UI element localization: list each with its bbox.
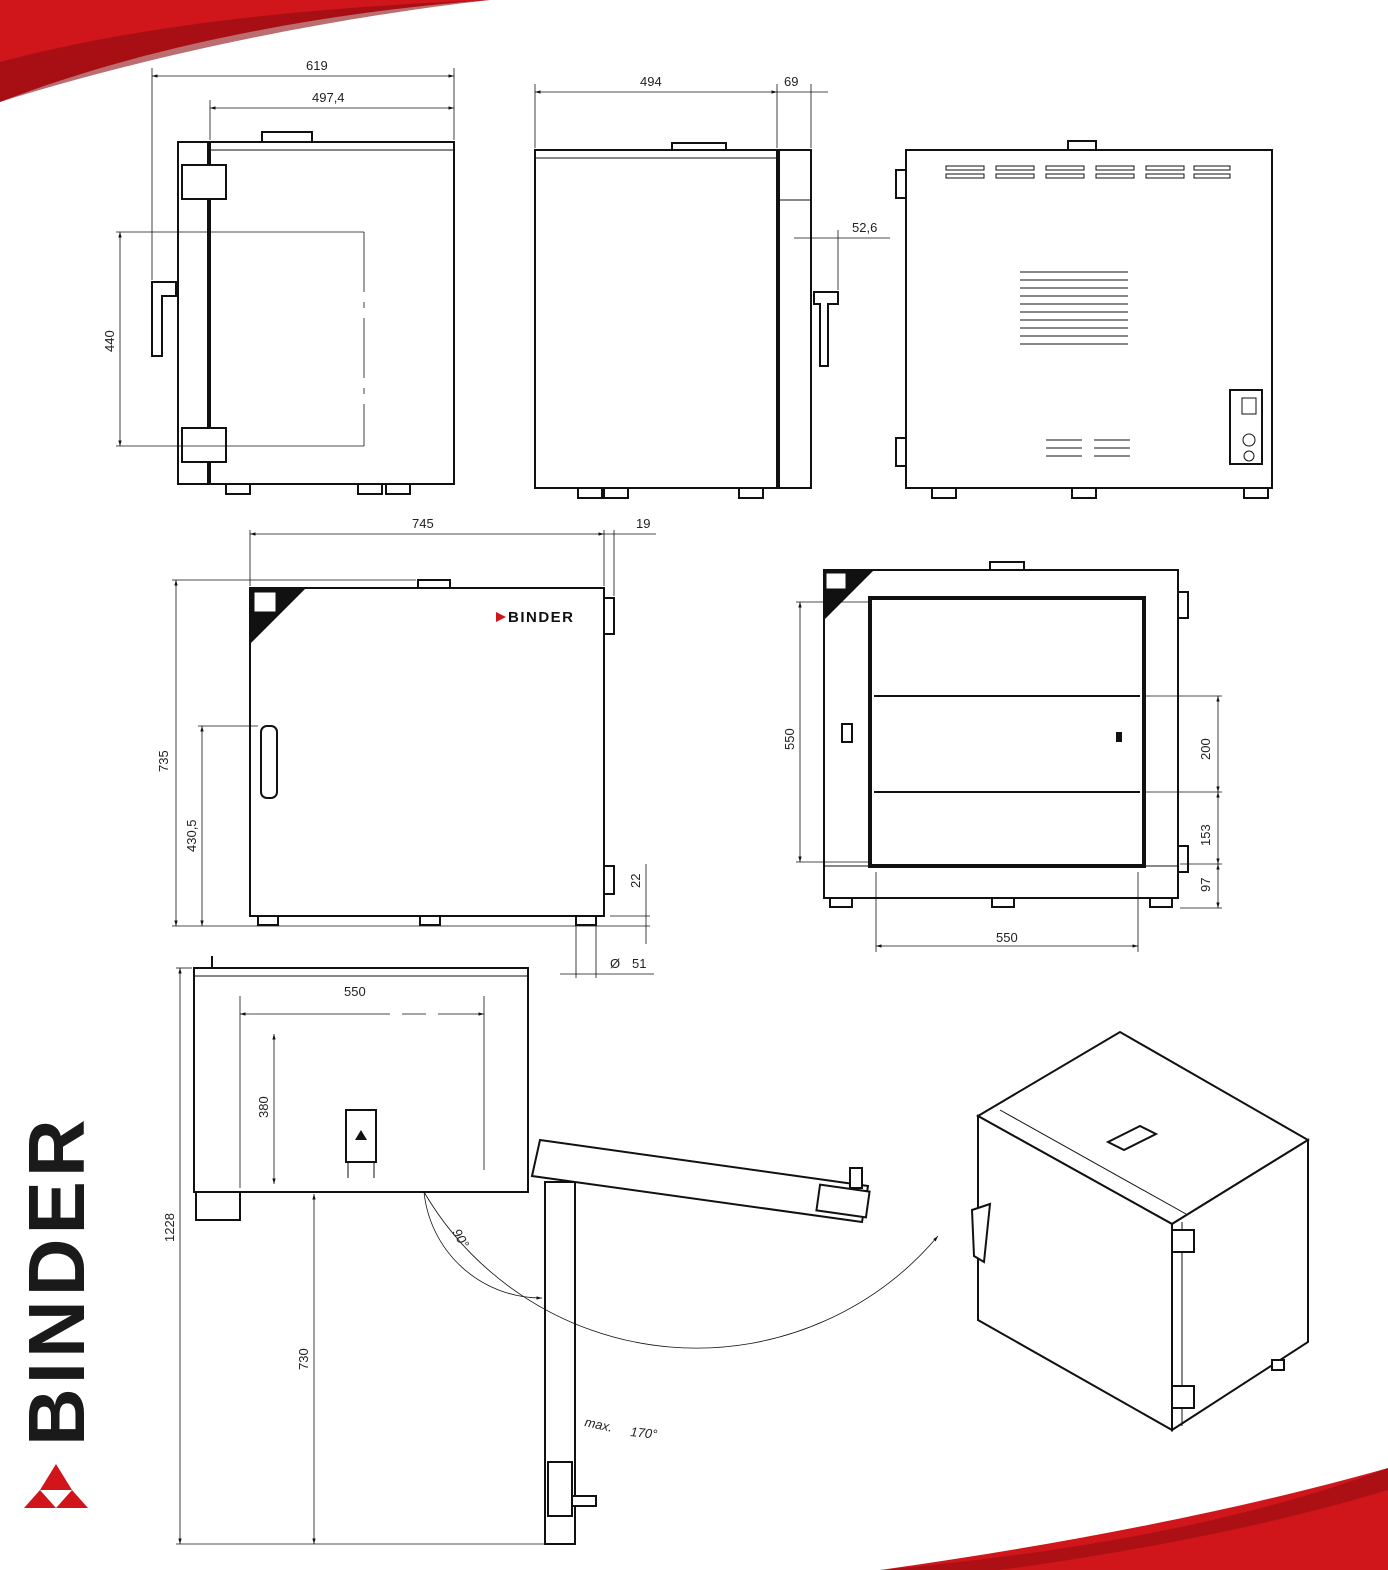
dim-handle-offset: 52,6 (852, 220, 877, 235)
dim-handle-height-front: 430,5 (184, 819, 199, 852)
dim-interior-depth: 380 (256, 1096, 271, 1118)
dim-inner-width: 550 (996, 930, 1018, 945)
isometric-view (970, 1030, 1310, 1432)
dim-depth: 494 (640, 74, 662, 89)
bottom-right-swoosh (880, 1468, 1388, 1570)
dim-foot-diameter-symbol: Ø (610, 956, 620, 971)
rear-view (895, 140, 1273, 499)
angle-90-label: 90° (449, 1226, 472, 1251)
rear-vents-top (945, 165, 1231, 179)
dim-foot-height: 22 (628, 874, 643, 888)
dim-interior-width: 550 (344, 984, 366, 999)
angle-max-label: max. (583, 1414, 614, 1435)
front-view: BINDER 745 19 735 430,5 22 Ø 51 (156, 516, 656, 978)
top-left-swoosh (0, 0, 490, 102)
dim-width-body: 497,4 (312, 90, 345, 105)
dim-inner-height: 550 (782, 728, 797, 750)
binder-triangle-logo (24, 1464, 88, 1508)
dim-width-total: 619 (306, 58, 328, 73)
side-view-left: 619 497,4 440 (102, 58, 455, 495)
dim-door-depth: 730 (296, 1348, 311, 1370)
dim-bottom-offset: 97 (1198, 878, 1213, 892)
angle-170-label: 170° (630, 1424, 658, 1442)
dim-shelf-spacing: 200 (1198, 738, 1213, 760)
dim-front-width: 745 (412, 516, 434, 531)
brand-name: BINDER (12, 1115, 101, 1446)
dim-handle-protrusion: 19 (636, 516, 650, 531)
dim-total-depth: 1228 (162, 1213, 177, 1242)
binder-logo-vertical: BINDER (12, 1115, 101, 1508)
door-logo: BINDER (508, 609, 575, 626)
rear-vents-center (1020, 271, 1128, 345)
dim-front-height: 735 (156, 750, 171, 772)
dim-foot-diameter: 51 (632, 956, 646, 971)
dim-door: 69 (784, 74, 798, 89)
dim-lower-spacing: 153 (1198, 824, 1213, 846)
dim-handle-height: 440 (102, 330, 117, 352)
interior-view: 550 200 153 97 550 (782, 561, 1222, 952)
side-view-right: 494 69 52,6 (534, 74, 890, 499)
top-view: 550 380 1228 730 90° max. 170° (162, 956, 939, 1545)
rear-vents-bottom (1046, 439, 1130, 457)
